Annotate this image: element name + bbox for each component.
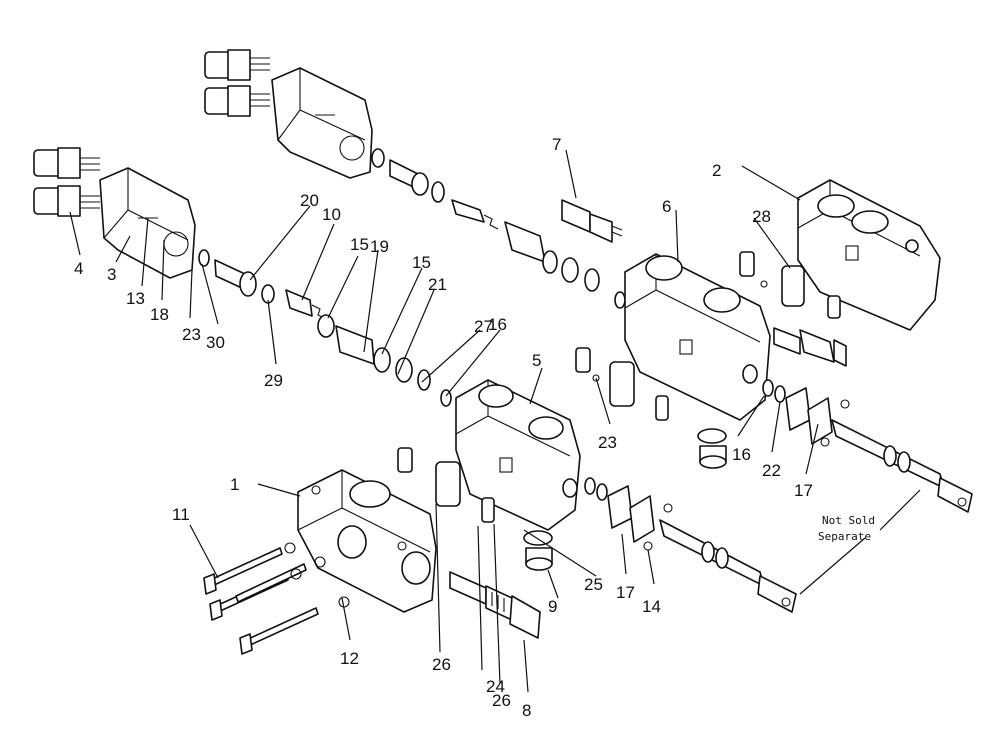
callout-27: 27 [474,317,493,336]
callout-15b: 15 [412,253,431,272]
callout-7: 7 [552,135,561,154]
callout-25: 25 [584,575,603,594]
callout-6: 6 [662,197,671,216]
callout-12: 12 [340,649,359,668]
plug-lower [523,530,553,571]
not-sold-separate-note: Not Sold Separate [818,514,875,543]
callout-20: 20 [300,191,319,210]
gasket-set-mid [575,347,669,421]
callout-16a: 16 [488,315,507,334]
left-solenoid-assembly [33,147,196,279]
callout-18: 18 [150,305,169,324]
upper-solenoid-assembly [204,49,373,179]
relief-valve [561,199,623,243]
lower-control-spool [659,519,797,613]
gasket-set-upper [739,251,841,319]
callout-23b: 23 [598,433,617,452]
callout-21: 21 [428,275,447,294]
callout-26a: 26 [432,655,451,674]
upper-spool-assembly [371,148,626,309]
callout-13: 13 [126,289,145,308]
main-relief-valve [449,571,541,639]
callout-labels: 1 2 3 4 5 6 7 8 9 10 11 12 13 14 15 15 1… [74,135,813,720]
note-line-2: Separate [818,530,871,543]
callout-8: 8 [522,701,531,720]
upper-control-spool [831,419,973,513]
callout-17b: 17 [794,481,813,500]
callout-14: 14 [642,597,661,616]
callout-28: 28 [752,207,771,226]
callout-9: 9 [548,597,557,616]
relief-cartridge [773,327,847,367]
tie-bolts [203,542,350,655]
upper-end-seals [762,379,850,447]
callout-4: 4 [74,259,83,278]
callout-10: 10 [322,205,341,224]
callout-3: 3 [107,265,116,284]
plug-upper [697,428,727,469]
leader-lines [69,149,921,693]
callout-23a: 23 [182,325,201,344]
callout-16b: 16 [732,445,751,464]
callout-2: 2 [712,161,721,180]
valve-section-5 [455,379,581,531]
callout-24: 24 [486,677,505,696]
note-line-1: Not Sold [822,514,875,527]
callout-19: 19 [370,237,389,256]
callout-29: 29 [264,371,283,390]
middle-spool-assembly [198,249,452,407]
valve-section-6 [624,253,771,421]
callout-11: 11 [172,505,190,524]
inlet-section [297,469,437,613]
callout-17a: 17 [616,583,635,602]
callout-5: 5 [532,351,541,370]
callout-30: 30 [206,333,225,352]
lower-end-seals [584,477,673,551]
callout-15a: 15 [350,235,369,254]
end-cover-section [797,179,941,331]
callout-26b: 26 [492,691,511,710]
callout-1: 1 [230,475,239,494]
gasket-set-lower [397,447,495,523]
callout-22: 22 [762,461,781,480]
